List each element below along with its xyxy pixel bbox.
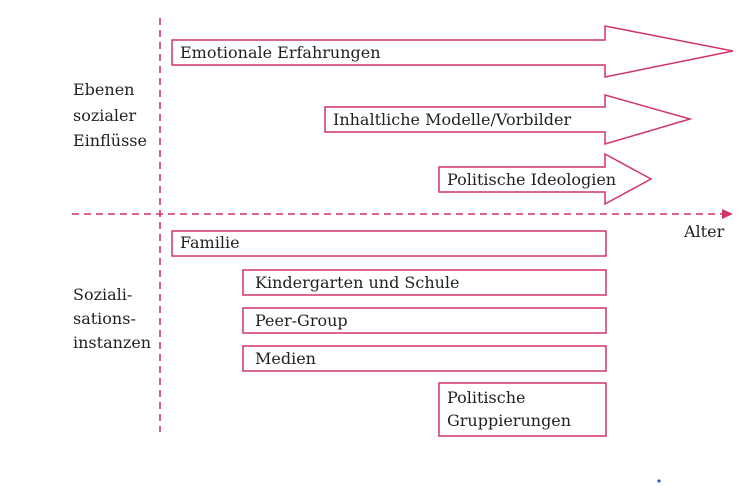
box-shape (242, 345, 607, 372)
arrow-label: Politische Ideologien (447, 170, 616, 189)
arrow-shape (438, 152, 653, 206)
arrow-shape (171, 25, 734, 78)
axis-label-alter: Alter (683, 222, 725, 241)
box-familie: Familie (171, 230, 607, 257)
box-politische-gruppierungen: Politische Gruppierungen (438, 382, 607, 437)
side-label-line: sations- (73, 309, 136, 328)
box-label: Familie (180, 233, 240, 252)
box-label: Medien (255, 349, 316, 368)
box-shape (171, 230, 607, 257)
box-peer-group: Peer-Group (242, 307, 607, 334)
box-shape (242, 307, 607, 334)
box-kindergarten-und-schule: Kindergarten und Schule (242, 269, 607, 296)
box-label: Politische Gruppierungen (447, 388, 571, 430)
arrow-inhaltliche-modelle: Inhaltliche Modelle/Vorbilder (324, 94, 693, 146)
side-label-line: Einflüsse (73, 131, 147, 150)
arrow-label: Inhaltliche Modelle/Vorbilder (333, 110, 571, 129)
side-label-line: Ebenen (73, 80, 134, 99)
box-medien: Medien (242, 345, 607, 372)
arrow-emotionale-erfahrungen: Emotionale Erfahrungen (171, 25, 734, 78)
stray-dot (657, 479, 661, 483)
box-shape (438, 382, 607, 437)
side-label-line: sozialer (73, 106, 137, 125)
side-label-sozialisation: Soziali- sations- instanzen (73, 285, 151, 352)
arrow-shape (324, 94, 693, 146)
side-label-ebenen: Ebenen sozialer Einflüsse (73, 80, 147, 150)
box-label: Peer-Group (255, 311, 348, 330)
axis-arrowhead (722, 209, 733, 219)
side-label-line: instanzen (73, 333, 151, 352)
box-shape (242, 269, 607, 296)
box-label-line: Politische (447, 388, 525, 407)
arrow-label: Emotionale Erfahrungen (180, 43, 381, 62)
box-label-line: Gruppierungen (447, 411, 571, 430)
box-label: Kindergarten und Schule (255, 273, 460, 292)
side-label-line: Soziali- (73, 285, 132, 304)
arrow-politische-ideologien: Politische Ideologien (438, 152, 653, 206)
